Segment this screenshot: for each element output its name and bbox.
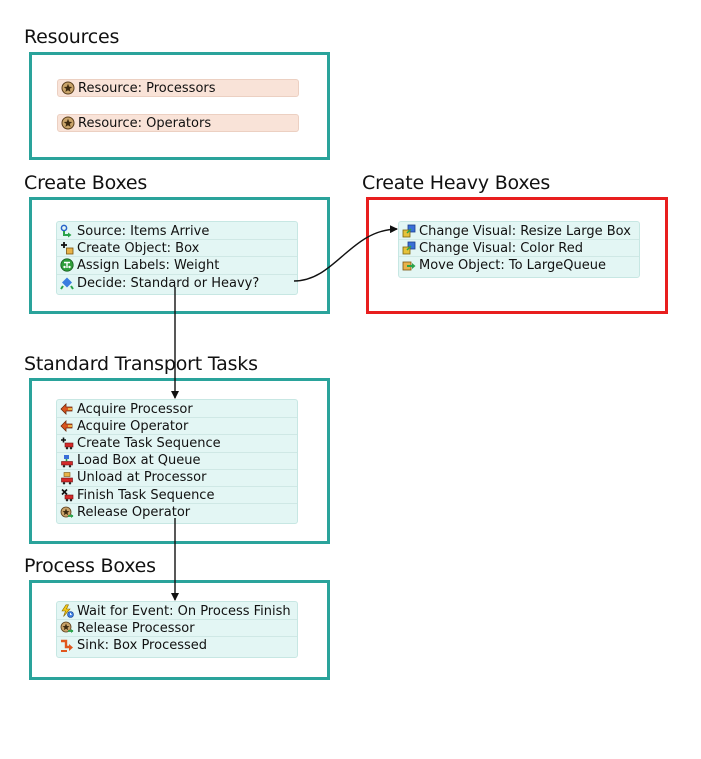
resource-star-icon (61, 81, 75, 95)
activity-label: Sink: Box Processed (77, 638, 208, 654)
resources-section-title: Resources (24, 26, 120, 48)
create-boxes-activity-block[interactable]: Source: Items Arrive Create Object: Box … (56, 221, 298, 295)
create-object-icon (60, 241, 74, 255)
release-icon (60, 506, 74, 520)
activity-label: Assign Labels: Weight (77, 257, 220, 273)
activity-load-box-at-queue[interactable]: Load Box at Queue (57, 453, 297, 470)
source-icon (60, 224, 74, 238)
process-boxes-section-title: Process Boxes (24, 555, 156, 577)
activity-acquire-operator[interactable]: Acquire Operator (57, 418, 297, 436)
acquire-icon (60, 419, 74, 433)
create-heavy-boxes-section-title: Create Heavy Boxes (362, 172, 551, 194)
activity-move-object-to-largequeue[interactable]: Move Object: To LargeQueue (399, 257, 639, 274)
activity-label: Decide: Standard or Heavy? (77, 275, 260, 291)
create-heavy-boxes-group[interactable]: Change Visual: Resize Large Box Change V… (366, 197, 668, 314)
assign-labels-icon (60, 258, 74, 272)
process-boxes-activity-block[interactable]: Wait for Event: On Process Finish Releas… (56, 601, 298, 658)
activity-acquire-processor[interactable]: Acquire Processor (57, 401, 297, 419)
activity-label: Create Task Sequence (77, 435, 221, 451)
activity-label: Release Processor (77, 620, 195, 636)
resource-operators[interactable]: Resource: Operators (57, 114, 299, 132)
create-task-sequence-icon (60, 436, 74, 450)
resource-star-icon (61, 116, 75, 130)
activity-unload-at-processor[interactable]: Unload at Processor (57, 470, 297, 487)
activity-release-operator[interactable]: Release Operator (57, 504, 297, 521)
load-icon (60, 454, 74, 468)
activity-assign-labels-weight[interactable]: Assign Labels: Weight (57, 257, 297, 275)
wait-for-event-icon (60, 604, 74, 618)
activity-change-visual-color-red[interactable]: Change Visual: Color Red (399, 240, 639, 258)
activity-wait-for-event-on-process-finish[interactable]: Wait for Event: On Process Finish (57, 603, 297, 621)
standard-transport-group[interactable]: Acquire Processor Acquire Operator Creat… (29, 378, 330, 544)
resource-processors[interactable]: Resource: Processors (57, 79, 299, 97)
activity-source-items-arrive[interactable]: Source: Items Arrive (57, 223, 297, 241)
activity-change-visual-resize-large-box[interactable]: Change Visual: Resize Large Box (399, 223, 639, 241)
acquire-icon (60, 402, 74, 416)
standard-transport-activity-block[interactable]: Acquire Processor Acquire Operator Creat… (56, 399, 298, 525)
resource-label: Resource: Processors (78, 80, 216, 96)
move-object-icon (402, 259, 416, 273)
finish-task-sequence-icon (60, 488, 74, 502)
activity-sink-box-processed[interactable]: Sink: Box Processed (57, 637, 297, 654)
activity-finish-task-sequence[interactable]: Finish Task Sequence (57, 487, 297, 505)
activity-label: Load Box at Queue (77, 453, 201, 469)
activity-label: Wait for Event: On Process Finish (77, 603, 291, 619)
activity-create-object-box[interactable]: Create Object: Box (57, 240, 297, 258)
resources-group[interactable]: Resource: Processors Resource: Operators (29, 52, 330, 160)
activity-label: Move Object: To LargeQueue (419, 258, 606, 274)
activity-label: Release Operator (77, 505, 191, 521)
activity-label: Change Visual: Color Red (419, 240, 583, 256)
release-icon (60, 621, 74, 635)
change-visual-icon (402, 241, 416, 255)
activity-label: Unload at Processor (77, 470, 207, 486)
unload-icon (60, 471, 74, 485)
activity-label: Acquire Processor (77, 401, 193, 417)
process-boxes-group[interactable]: Wait for Event: On Process Finish Releas… (29, 580, 330, 680)
activity-label: Create Object: Box (77, 240, 200, 256)
create-heavy-boxes-activity-block[interactable]: Change Visual: Resize Large Box Change V… (398, 221, 640, 278)
activity-label: Finish Task Sequence (77, 487, 215, 503)
resource-label: Resource: Operators (78, 115, 212, 131)
change-visual-icon (402, 224, 416, 238)
create-boxes-section-title: Create Boxes (24, 172, 148, 194)
standard-transport-section-title: Standard Transport Tasks (24, 353, 258, 375)
activity-label: Change Visual: Resize Large Box (419, 223, 631, 239)
activity-decide-standard-or-heavy[interactable]: Decide: Standard or Heavy? (57, 275, 297, 292)
activity-create-task-sequence[interactable]: Create Task Sequence (57, 435, 297, 453)
create-boxes-group[interactable]: Source: Items Arrive Create Object: Box … (29, 197, 330, 314)
sink-icon (60, 639, 74, 653)
decide-icon (60, 276, 74, 290)
activity-label: Source: Items Arrive (77, 223, 210, 239)
activity-release-processor[interactable]: Release Processor (57, 620, 297, 638)
activity-label: Acquire Operator (77, 418, 189, 434)
